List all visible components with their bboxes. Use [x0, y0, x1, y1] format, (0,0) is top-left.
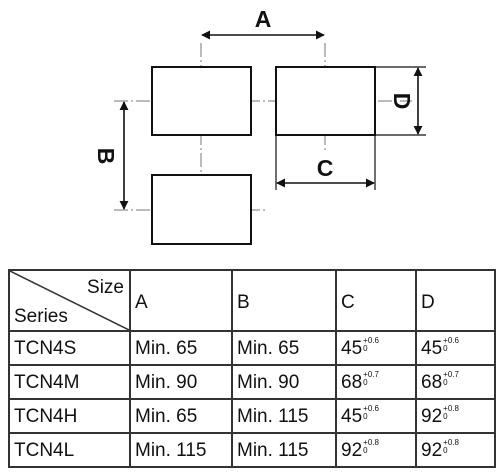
corner-diagonal-line — [10, 271, 129, 330]
value-c: 92 — [341, 439, 363, 461]
cell-b: Min. 115 — [231, 432, 337, 468]
panel-cutout-diagram: A B C D — [93, 6, 426, 245]
value-c: 68 — [341, 371, 363, 393]
tolerance-minus: 0 — [363, 445, 368, 455]
tolerance-minus: 0 — [443, 343, 448, 353]
tolerance-plus: +0.7 — [443, 369, 459, 379]
tolerance-minus: 0 — [443, 377, 448, 387]
series-cell: TCN4L — [8, 432, 131, 468]
dimension-label-a: A — [255, 6, 272, 32]
tolerance-minus: 0 — [443, 445, 448, 455]
tolerance-plus: +0.6 — [363, 403, 379, 413]
dimension-spec-table: Size Series A B C D TCN4S Min. 65 Min. 6… — [8, 269, 496, 468]
cutout-top-right — [275, 66, 376, 136]
series-cell: TCN4S — [8, 330, 131, 366]
tolerance-plus: +0.8 — [443, 437, 459, 447]
tolerance-minus: 0 — [443, 411, 448, 421]
value-d: 68 — [421, 371, 443, 393]
table-header-row: Size Series A B C D — [8, 269, 496, 332]
tolerance-minus: 0 — [363, 343, 368, 353]
column-header-a: A — [129, 269, 233, 332]
column-header-d: D — [415, 269, 496, 332]
corner-header-cell: Size Series — [8, 269, 131, 332]
series-cell: TCN4H — [8, 398, 131, 434]
tolerance-plus: +0.8 — [443, 403, 459, 413]
cell-b: Min. 115 — [231, 398, 337, 434]
cell-a: Min. 65 — [129, 398, 233, 434]
dimension-label-d: D — [389, 93, 415, 110]
tolerance-minus: 0 — [363, 411, 368, 421]
tolerance-plus: +0.6 — [363, 335, 379, 345]
cell-a: Min. 90 — [129, 364, 233, 400]
cutout-bottom-left — [151, 174, 252, 245]
tolerance-plus: +0.6 — [443, 335, 459, 345]
dimension-label-c: C — [317, 155, 334, 181]
cell-a: Min. 115 — [129, 432, 233, 468]
tolerance-minus: 0 — [363, 377, 368, 387]
cell-b: Min. 65 — [231, 330, 337, 366]
dimension-label-b: B — [93, 148, 119, 165]
cell-a: Min. 65 — [129, 330, 233, 366]
column-header-c: C — [335, 269, 417, 332]
cell-b: Min. 90 — [231, 364, 337, 400]
column-header-b: B — [231, 269, 337, 332]
tolerance-plus: +0.7 — [363, 369, 379, 379]
value-c: 45 — [341, 337, 363, 359]
tolerance-plus: +0.8 — [363, 437, 379, 447]
series-header-label: Series — [14, 306, 68, 327]
size-header-label: Size — [87, 277, 124, 298]
value-c: 45 — [341, 405, 363, 427]
value-d: 92 — [421, 439, 443, 461]
cutout-top-left — [151, 66, 252, 136]
value-d: 45 — [421, 337, 443, 359]
value-d: 92 — [421, 405, 443, 427]
series-cell: TCN4M — [8, 364, 131, 400]
